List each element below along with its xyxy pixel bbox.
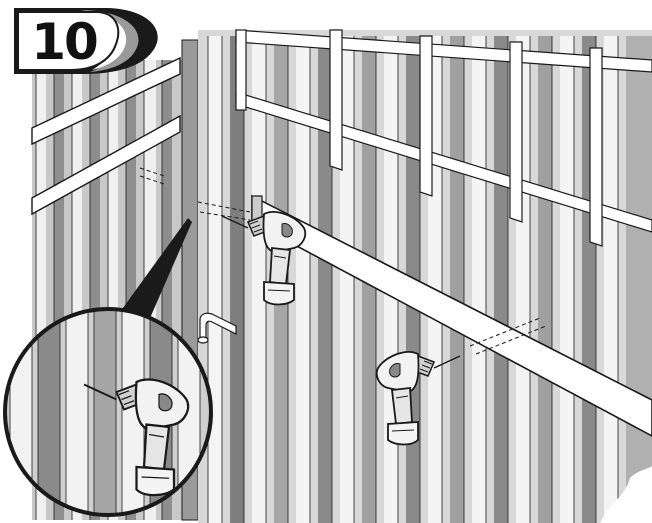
- step-number: 10: [31, 13, 99, 71]
- fence-lattice: [235, 29, 652, 247]
- magnifier-callout: [3, 218, 213, 517]
- drill-guides: [139, 167, 547, 355]
- step-badge-swoosh: [14, 8, 158, 74]
- horizontal-rail: [251, 194, 652, 437]
- left-rails: [31, 56, 181, 216]
- step-badge: 10: [0, 0, 165, 80]
- pipe: [197, 312, 237, 344]
- torn-edge: [600, 466, 652, 523]
